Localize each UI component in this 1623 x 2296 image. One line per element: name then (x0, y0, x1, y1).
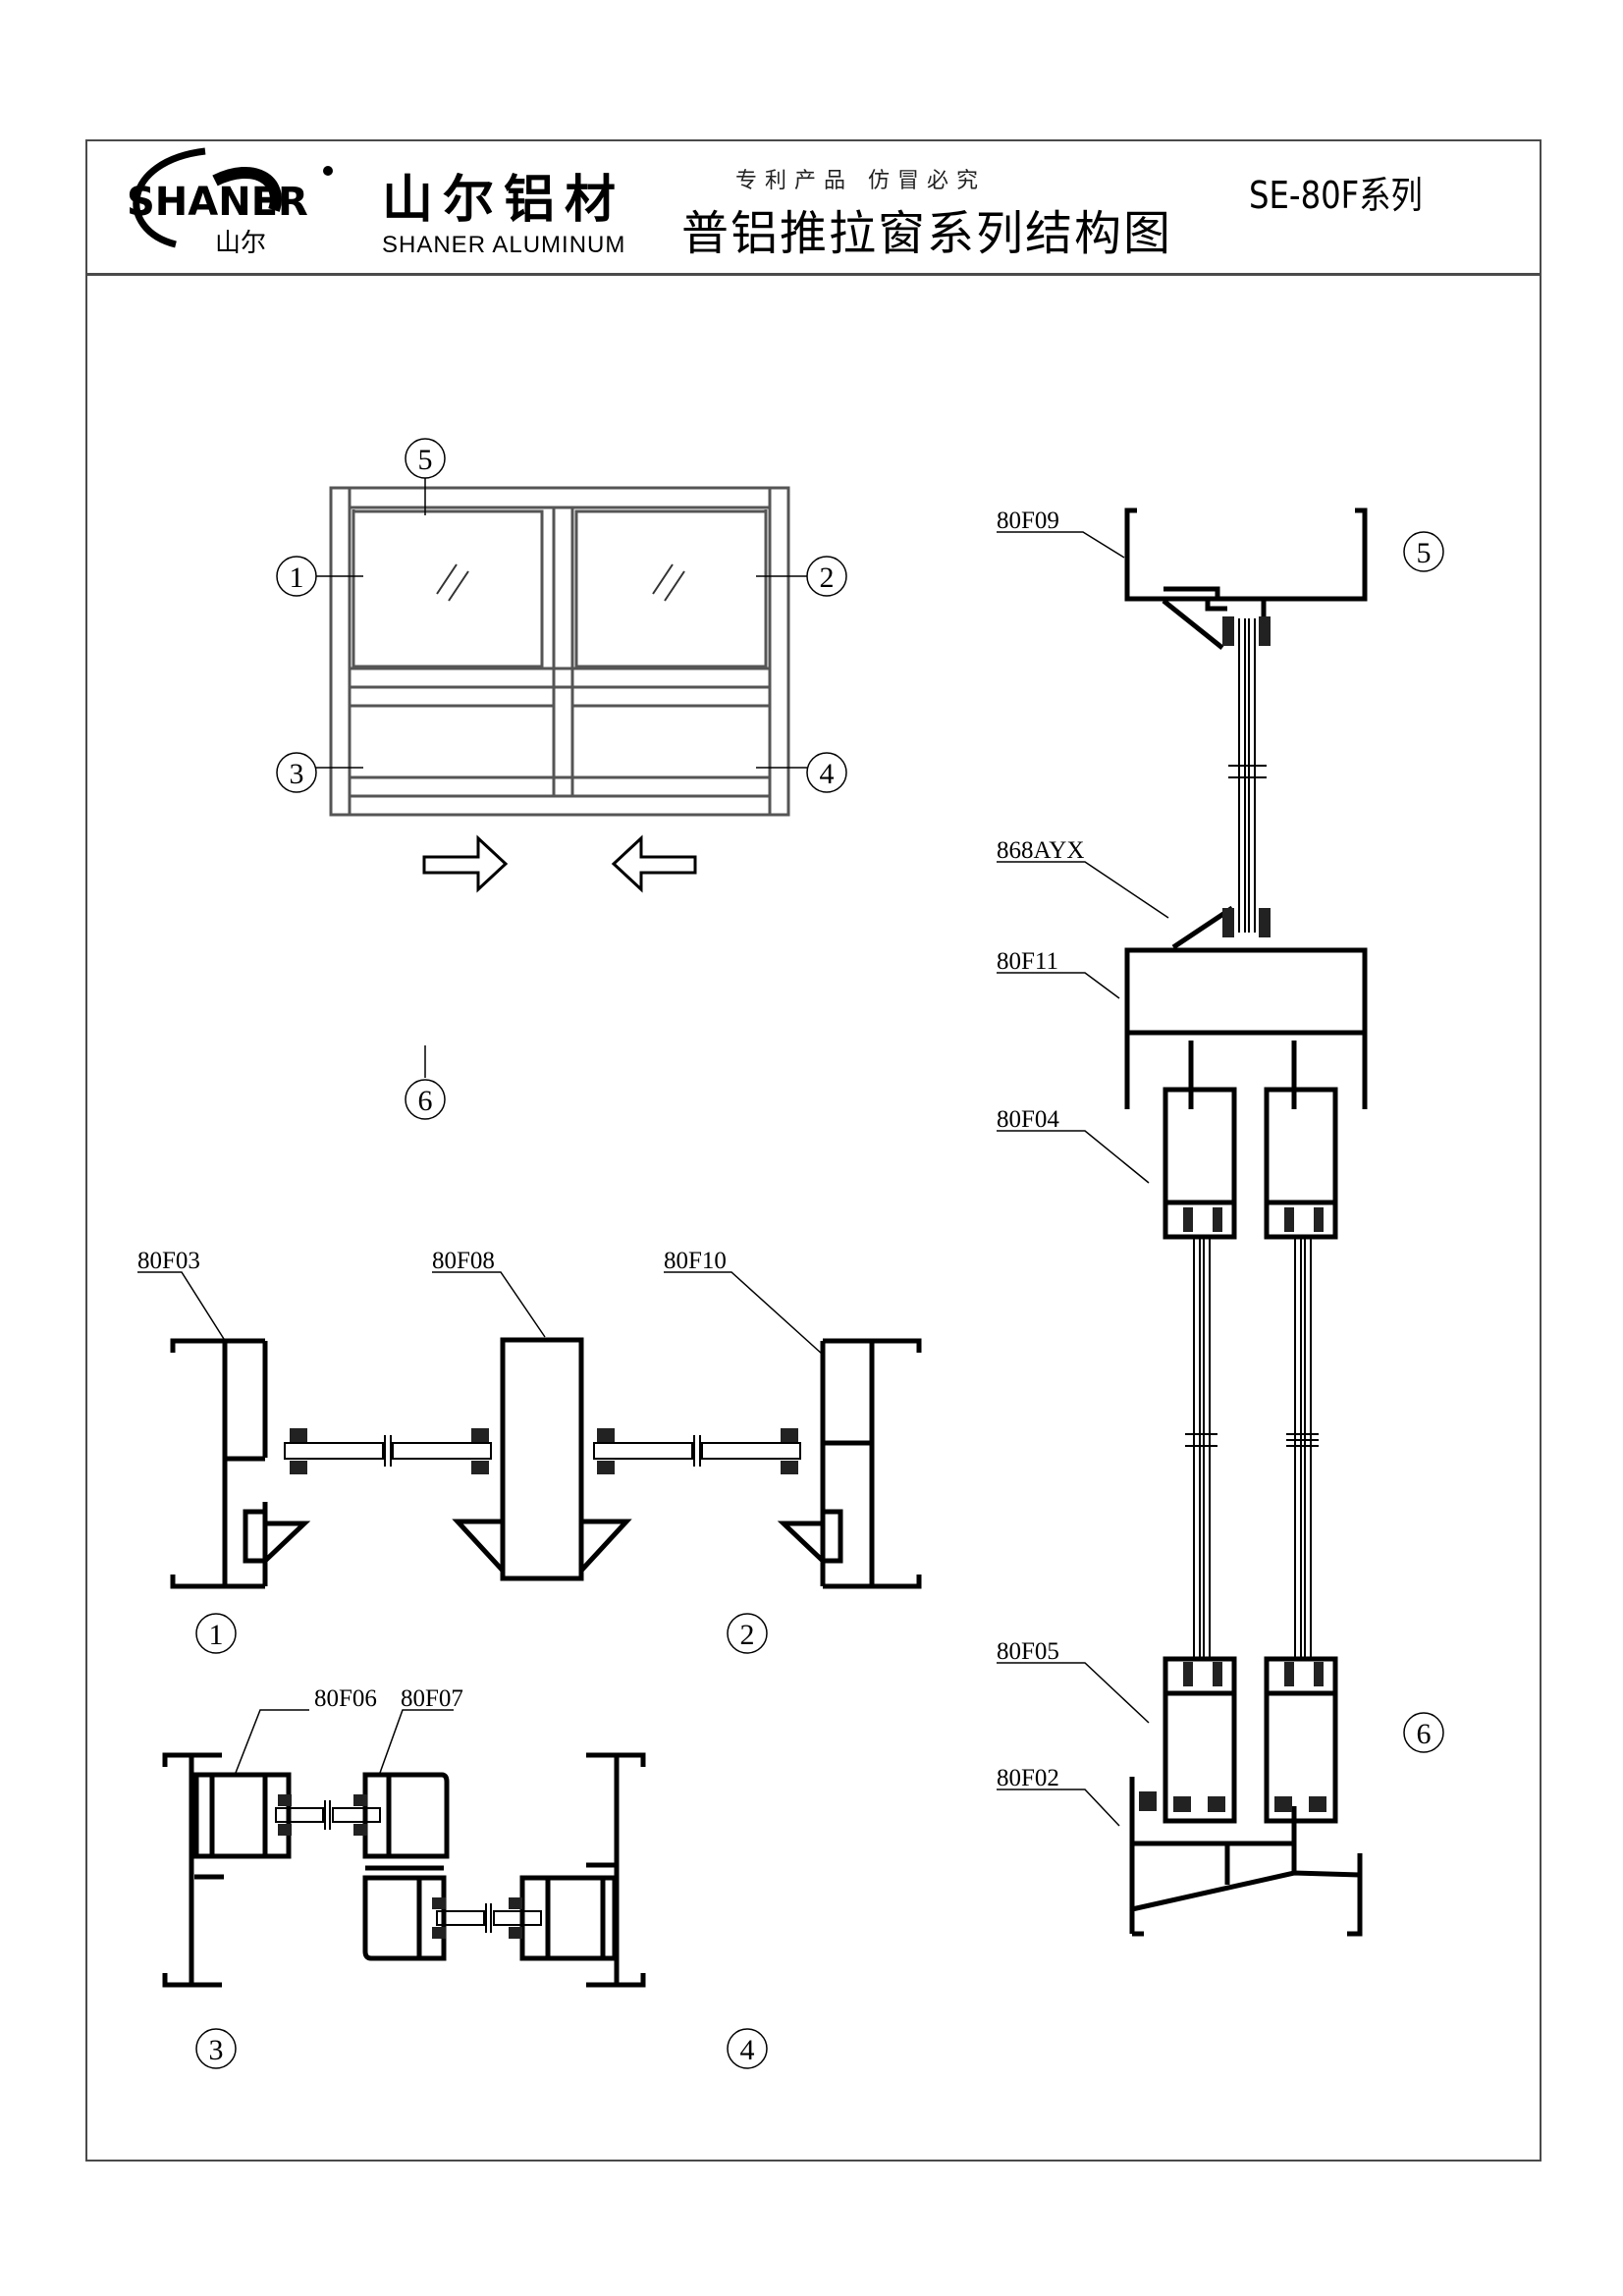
glazing-gasket-icon (290, 1428, 798, 1474)
section-marker-6-text: 6 (1417, 1718, 1432, 1750)
callout-3-text: 3 (290, 758, 304, 790)
brand-name-en: SHANER ALUMINUM (382, 232, 626, 258)
sliding-arrow-right-icon (422, 834, 509, 893)
callout-6 (405, 1079, 446, 1120)
part-label-80f08: 80F08 (432, 1248, 495, 1274)
registered-mark-icon (323, 166, 333, 176)
part-label-80f03: 80F03 (137, 1248, 200, 1274)
section-marker-5 (1403, 531, 1444, 572)
logo-text: SHANER (127, 180, 308, 225)
callout-5 (405, 438, 446, 479)
patent-notice: 专利产品 仿冒必究 (735, 169, 986, 193)
part-label-80f07: 80F07 (401, 1685, 463, 1712)
glass-hatch-icon (436, 563, 685, 602)
part-label-80f09: 80F09 (997, 507, 1059, 534)
glazing-gasket-icon (1139, 616, 1326, 1812)
section-marker-1-text: 1 (209, 1619, 224, 1651)
section-3-4-leaders (235, 1709, 454, 1774)
title-block: SHANER 山尔 山尔铝材 SHANER ALUMINUM 专利产品 仿冒必究… (87, 141, 1540, 276)
callout-4-text: 4 (820, 758, 835, 790)
logo-subtext: 山尔 (215, 229, 266, 258)
callout-2 (806, 556, 847, 597)
section-marker-3 (195, 2028, 237, 2069)
section-marker-4 (727, 2028, 768, 2069)
elevation-callouts (276, 438, 847, 1120)
callout-6-text: 6 (418, 1085, 433, 1117)
callout-4 (806, 752, 847, 793)
sliding-arrow-left-icon (611, 834, 697, 893)
part-label-80f11: 80F11 (997, 948, 1058, 975)
section-marker-2 (727, 1613, 768, 1654)
logo-swoosh-icon: SHANER 山尔 (127, 147, 333, 258)
glazing-gasket-icon (278, 1794, 522, 1939)
series-label: SE-80F系列 (1249, 174, 1423, 217)
section-marker-5-text: 5 (1417, 537, 1432, 569)
section-1-2-leaders (137, 1271, 824, 1356)
callout-leaders (311, 478, 807, 1078)
drawing-sheet: SHANER 山尔 山尔铝材 SHANER ALUMINUM 专利产品 仿冒必究… (85, 139, 1542, 2162)
part-label-80f05: 80F05 (997, 1638, 1059, 1665)
section-marker-4-text: 4 (740, 2034, 755, 2066)
drawing-title: 普铝推拉窗系列结构图 (681, 206, 1173, 261)
section-3-4 (162, 1752, 646, 1988)
callout-2-text: 2 (820, 561, 835, 594)
section-marker-1 (195, 1613, 237, 1654)
part-label-80f10: 80F10 (664, 1248, 727, 1274)
section-marker-2-text: 2 (740, 1619, 755, 1651)
section-5-6-leaders (997, 531, 1169, 1827)
brand-name-cn: 山尔铝材 (382, 171, 626, 230)
section-1-2 (170, 1337, 922, 1589)
part-label-868ayx: 868AYX (997, 837, 1084, 864)
callout-1-text: 1 (290, 561, 304, 594)
part-label-80f04: 80F04 (997, 1106, 1059, 1133)
callout-3 (276, 752, 317, 793)
part-label-80f02: 80F02 (997, 1765, 1059, 1791)
section-5-6 (1124, 507, 1368, 1937)
section-marker-6 (1403, 1712, 1444, 1753)
company-logo: SHANER 山尔 (117, 141, 411, 273)
callout-1 (276, 556, 317, 597)
section-marker-3-text: 3 (209, 2034, 224, 2066)
callout-5-text: 5 (418, 444, 433, 476)
part-label-80f06: 80F06 (314, 1685, 377, 1712)
window-elevation (329, 486, 790, 817)
